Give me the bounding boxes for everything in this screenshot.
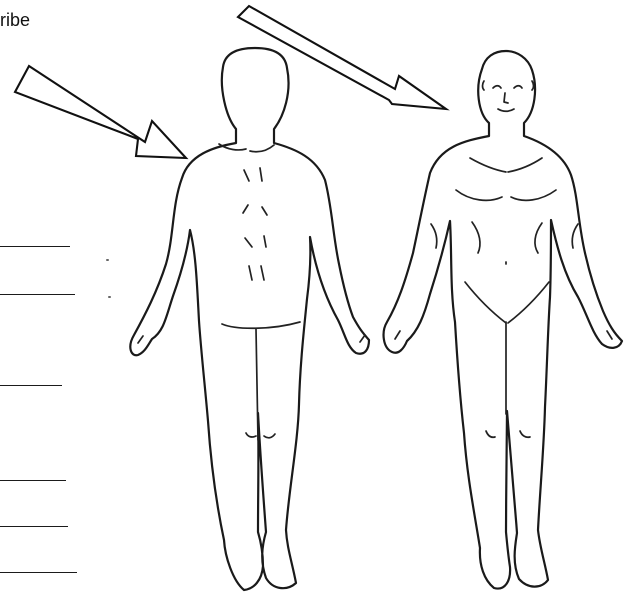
back-view-body	[130, 48, 369, 590]
arrow-to-back-shoulder	[15, 66, 186, 158]
arrow-to-front-neck	[238, 6, 446, 109]
front-view-body	[384, 51, 622, 589]
